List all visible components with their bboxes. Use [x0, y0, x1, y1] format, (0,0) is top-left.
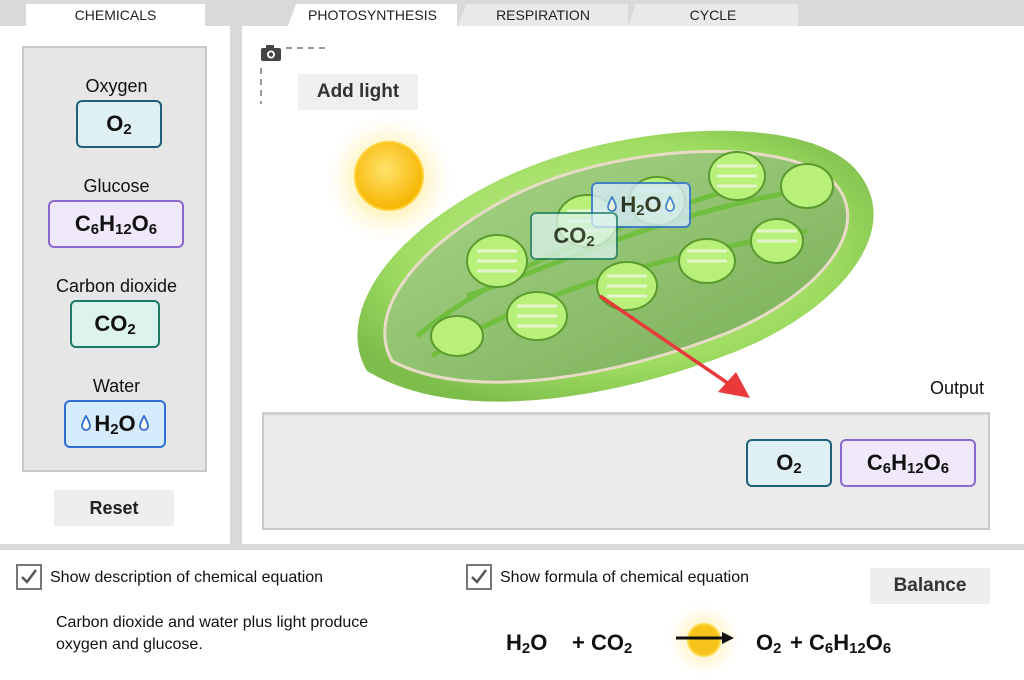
check-icon — [21, 569, 37, 584]
chemicals-panel: Oxygen O2 Glucose C6H12O6 Carbon dioxide… — [0, 26, 230, 544]
carbon-dioxide-formula: CO2 — [553, 222, 595, 250]
tab-cycle[interactable]: CYCLE — [628, 4, 798, 26]
water-label: Water — [92, 376, 141, 396]
camera-icon[interactable] — [260, 44, 282, 62]
glucose-molecule[interactable]: C6H12O6 — [48, 200, 184, 248]
water-drop-icon — [664, 192, 675, 218]
carbon-dioxide-in-chloroplast[interactable]: CO2 — [530, 212, 618, 260]
glucose-formula: C6H12O6 — [866, 449, 950, 477]
reset-button[interactable]: Reset — [54, 490, 174, 526]
glucose-formula: C6H12O6 — [74, 210, 158, 238]
carbon-dioxide-molecule[interactable]: CO2 — [70, 300, 160, 348]
light-arrow-icon — [664, 602, 744, 678]
glucose-output[interactable]: C6H12O6 — [840, 439, 976, 487]
carbon-dioxide-label: Carbon dioxide — [55, 276, 178, 296]
equation-reactant-water: H2O — [506, 630, 548, 657]
show-description-label: Show description of chemical equation — [50, 569, 324, 586]
glucose-label: Glucose — [83, 176, 150, 196]
oxygen-molecule[interactable]: O2 — [76, 100, 162, 148]
show-formula-checkbox[interactable] — [466, 564, 492, 590]
carbon-dioxide-formula: CO2 — [94, 310, 136, 338]
output-area: O2 C6H12O6 — [262, 412, 990, 530]
snapshot-frame-corner — [260, 47, 326, 104]
water-molecule[interactable]: H2O — [64, 400, 166, 448]
equation-product-oxygen: O2 — [756, 630, 782, 657]
oxygen-label: Oxygen — [85, 76, 148, 96]
tab-photosynthesis-label: PHOTOSYNTHESIS — [308, 7, 437, 23]
tab-chemicals-label: CHEMICALS — [74, 7, 157, 23]
oxygen-output[interactable]: O2 — [746, 439, 832, 487]
oxygen-formula: O2 — [776, 449, 802, 477]
tab-bar: CHEMICALS PHOTOSYNTHESIS RESPIRATION CYC… — [0, 0, 1024, 26]
add-light-button[interactable]: Add light — [298, 74, 418, 110]
photosynthesis-scene: Add light — [242, 26, 1024, 544]
show-formula-label: Show formula of chemical equation — [500, 569, 750, 586]
water-drop-icon — [81, 411, 92, 437]
tab-photosynthesis[interactable]: PHOTOSYNTHESIS — [288, 4, 457, 26]
tab-cycle-label: CYCLE — [689, 7, 737, 23]
check-icon — [471, 569, 487, 584]
water-formula: H2O — [620, 191, 662, 219]
equation-reactant-co2: + CO2 — [572, 630, 633, 657]
output-label: Output — [929, 378, 984, 398]
water-drop-icon — [138, 411, 149, 437]
tab-respiration[interactable]: RESPIRATION — [458, 4, 628, 26]
oxygen-formula: O2 — [106, 110, 132, 138]
equation-panel: Show description of chemical equation Sh… — [0, 550, 1024, 680]
tab-chemicals[interactable]: CHEMICALS — [26, 4, 205, 26]
show-description-checkbox[interactable] — [16, 564, 42, 590]
balance-button[interactable]: Balance — [870, 568, 990, 604]
water-formula: H2O — [94, 410, 136, 438]
sun-icon[interactable] — [324, 114, 454, 244]
equation-product-glucose: + C6H12O6 — [790, 630, 892, 657]
chloroplast-illustration — [357, 130, 874, 402]
output-arrow — [599, 294, 750, 398]
water-drop-icon — [607, 192, 618, 218]
chemicals-palette: Oxygen O2 Glucose C6H12O6 Carbon dioxide… — [22, 46, 207, 472]
equation-description: Carbon dioxide and water plus light prod… — [56, 614, 369, 653]
tab-respiration-label: RESPIRATION — [496, 7, 590, 23]
